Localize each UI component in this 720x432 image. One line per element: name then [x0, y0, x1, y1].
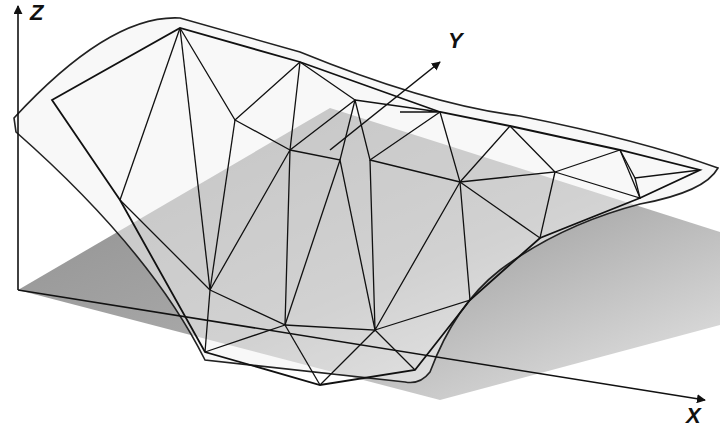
- axis-label: X: [686, 405, 701, 427]
- axis-label: Y: [448, 30, 463, 52]
- y-axis: [330, 62, 440, 150]
- x-axis: [18, 290, 705, 400]
- axis-label: Z: [30, 2, 43, 24]
- z-axis: [17, 6, 19, 290]
- tin-mesh: [120, 28, 700, 385]
- surface-boundary: [52, 28, 700, 385]
